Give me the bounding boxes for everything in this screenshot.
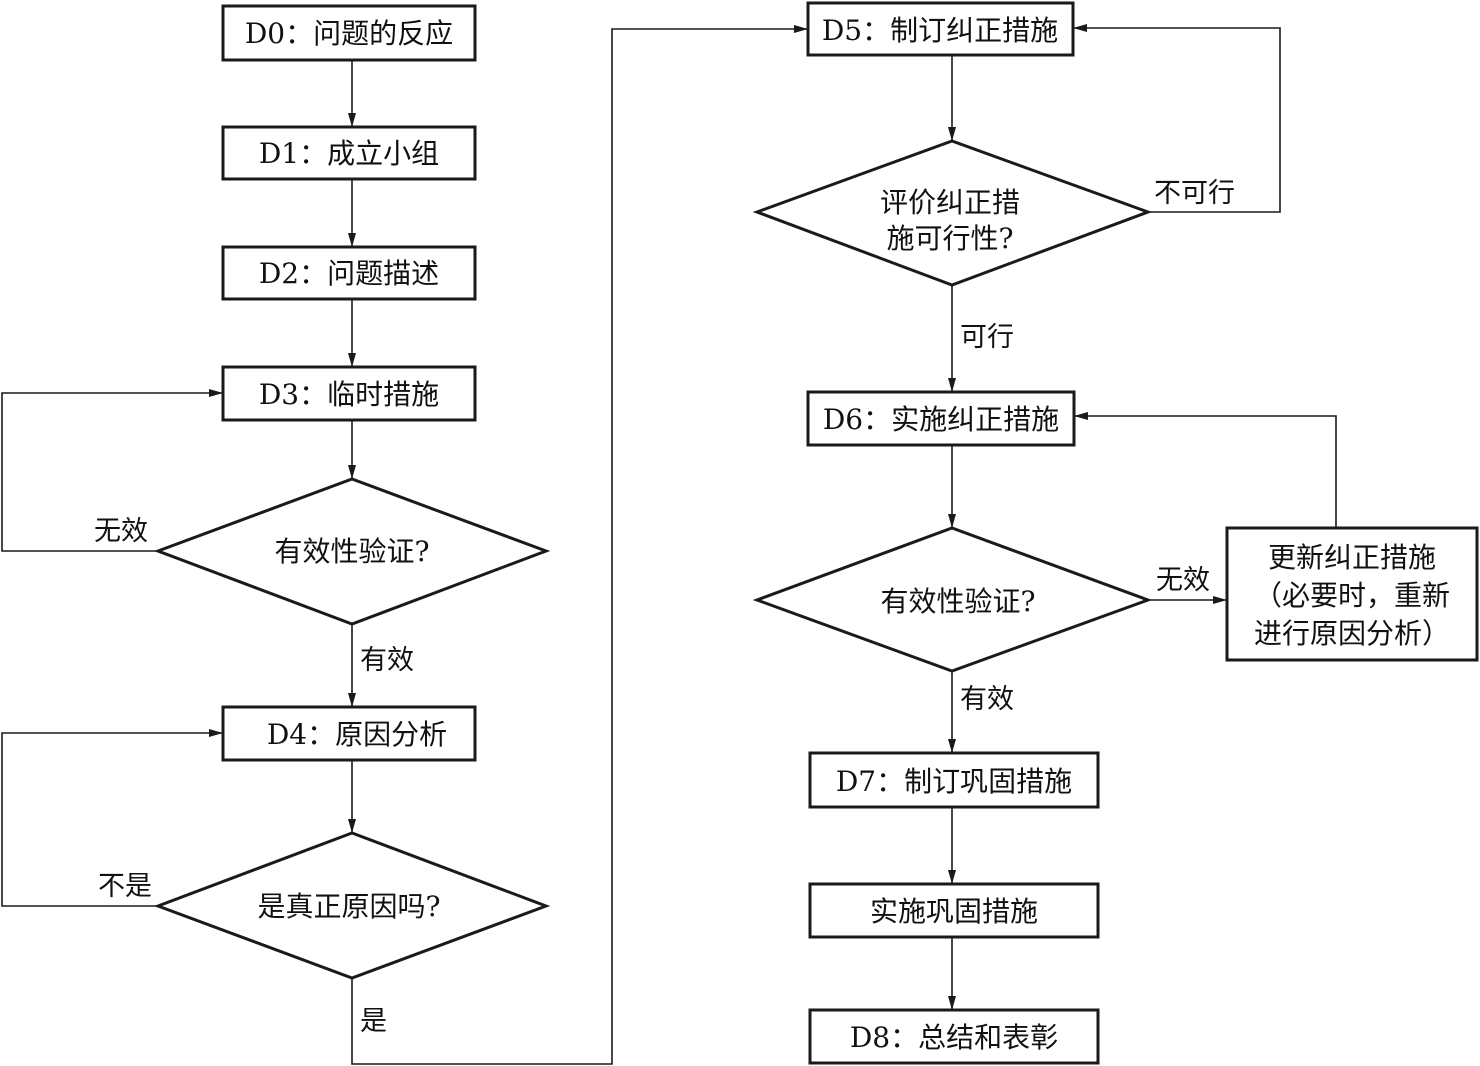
- node-d1: D1：成立小组: [221, 125, 477, 181]
- decision-check1-label: 有效性验证?: [274, 535, 429, 568]
- node-d7-label: D7：制订巩固措施: [836, 765, 1072, 798]
- node-update-label-2: （必要时，重新: [1254, 579, 1450, 612]
- node-d0: D0：问题的反应: [221, 4, 477, 62]
- node-d1-label: D1：成立小组: [259, 137, 439, 170]
- edge-label-check1-yes: 有效: [360, 645, 414, 676]
- decision-root-cause-label: 是真正原因吗?: [257, 890, 440, 923]
- decision-check2-label: 有效性验证?: [880, 585, 1035, 618]
- node-d8-label: D8：总结和表彰: [850, 1021, 1058, 1054]
- node-d3: D3：临时措施: [221, 365, 477, 422]
- node-update-actions: 更新纠正措施 （必要时，重新 进行原因分析）: [1225, 526, 1479, 662]
- node-d5-label: D5：制订纠正措施: [822, 14, 1058, 47]
- edge-label-check2-no: 无效: [1156, 565, 1210, 596]
- edge-label-root-no: 不是: [98, 871, 152, 902]
- node-d3-label: D3：临时措施: [259, 378, 439, 411]
- decision-feasibility-label-2: 施可行性?: [886, 222, 1013, 255]
- node-implement: 实施巩固措施: [808, 882, 1100, 939]
- edge-feasibility-no: [1073, 24, 1281, 213]
- decision-check1: 有效性验证?: [153, 477, 551, 626]
- node-d2: D2：问题描述: [221, 245, 477, 301]
- node-d4-label: D4：原因分析: [267, 718, 447, 751]
- edge-label-check1-no: 无效: [94, 516, 148, 547]
- edge-label-feas-yes: 可行: [960, 322, 1014, 353]
- decision-feasibility-label-1: 评价纠正措: [880, 186, 1020, 219]
- node-update-label-1: 更新纠正措施: [1268, 541, 1436, 574]
- node-d8: D8：总结和表彰: [808, 1008, 1100, 1065]
- decision-root-cause: 是真正原因吗?: [153, 831, 551, 980]
- edge-label-check2-yes: 有效: [960, 684, 1014, 715]
- edge-label-feas-no: 不可行: [1154, 178, 1235, 209]
- edge-label-root-yes: 是: [360, 1006, 387, 1037]
- node-d7: D7：制订巩固措施: [808, 751, 1100, 809]
- decision-check2: 有效性验证?: [752, 526, 1153, 673]
- edge-root-no: [1, 729, 223, 907]
- node-d5: D5：制订纠正措施: [806, 1, 1075, 57]
- edge-check1-no: [1, 389, 223, 552]
- node-d0-label: D0：问题的反应: [245, 17, 453, 50]
- decision-feasibility: 评价纠正措 施可行性?: [752, 139, 1153, 287]
- node-implement-label: 实施巩固措施: [870, 895, 1038, 928]
- node-d2-label: D2：问题描述: [259, 257, 439, 290]
- node-d4: D4：原因分析: [221, 705, 477, 762]
- node-d6: D6：实施纠正措施: [806, 390, 1076, 447]
- edge-update-d6: [1074, 412, 1337, 528]
- node-update-label-3: 进行原因分析）: [1254, 617, 1450, 650]
- edge-root-yes: [351, 25, 808, 1065]
- node-d6-label: D6：实施纠正措施: [823, 403, 1059, 436]
